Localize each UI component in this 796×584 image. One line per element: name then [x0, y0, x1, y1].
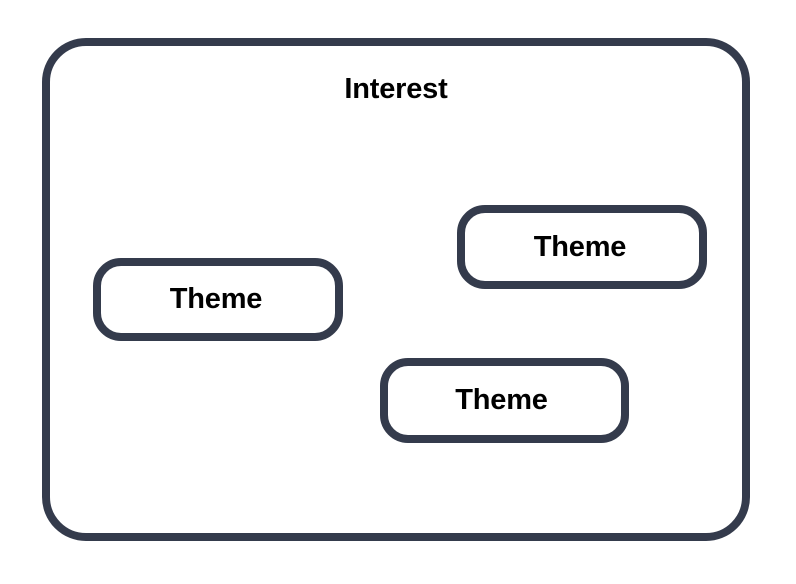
theme-node-2[interactable]: Theme — [457, 205, 707, 289]
theme-node-1[interactable]: Theme — [93, 258, 343, 341]
theme-node-3[interactable]: Theme — [380, 358, 629, 443]
interest-group-title: Interest — [344, 73, 448, 105]
theme-node-1-label: Theme — [169, 283, 263, 315]
theme-node-2-label: Theme — [533, 230, 627, 263]
theme-node-3-label: Theme — [455, 384, 548, 416]
